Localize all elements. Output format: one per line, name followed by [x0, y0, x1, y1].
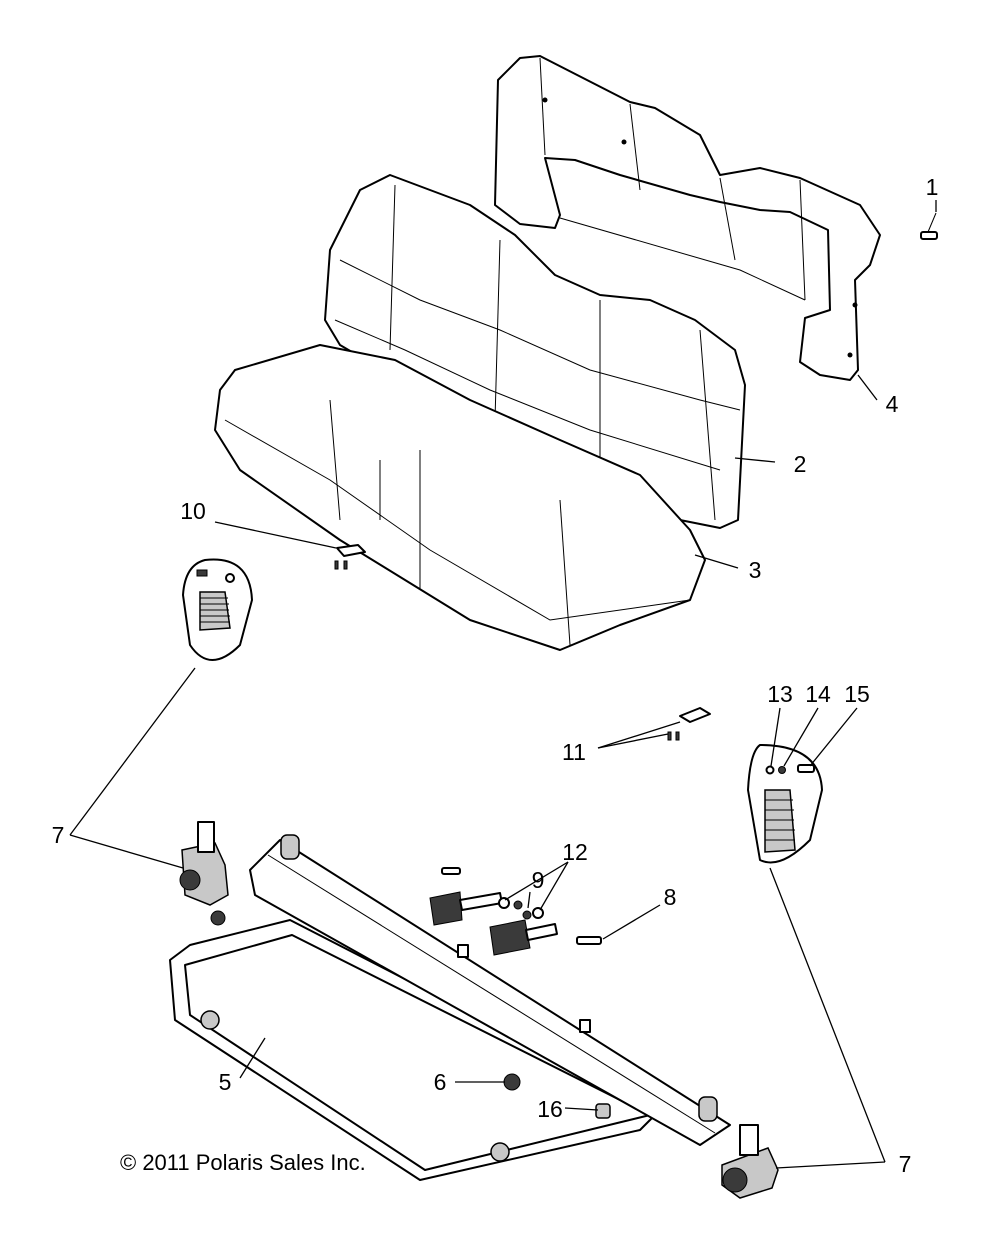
latch-left — [179, 821, 229, 906]
clip-11 — [667, 707, 711, 741]
seat-bottom-cushion — [214, 344, 706, 651]
callout-4: 4 — [886, 391, 899, 417]
seat-crossbar — [249, 834, 731, 1146]
callout-12: 12 — [562, 839, 588, 865]
callout-7-left: 7 — [52, 822, 65, 848]
nut-left — [210, 910, 226, 926]
callout-7-right: 7 — [899, 1151, 912, 1177]
callout-14: 14 — [805, 681, 831, 707]
callout-13: 13 — [767, 681, 793, 707]
bolt-8 — [576, 936, 602, 945]
copyright-notice: © 2011 Polaris Sales Inc. — [120, 1150, 366, 1175]
leader-lines — [69, 200, 937, 1169]
callout-3: 3 — [749, 557, 762, 583]
bolt-1 — [920, 212, 938, 240]
washers-12 — [498, 897, 544, 920]
callout-8: 8 — [664, 884, 677, 910]
callout-9: 9 — [532, 867, 545, 893]
spring-detail-left — [182, 558, 253, 661]
callout-1: 1 — [926, 174, 939, 200]
callout-5: 5 — [219, 1069, 232, 1095]
callout-11: 11 — [562, 739, 586, 765]
seat-frame — [169, 919, 661, 1181]
callout-15: 15 — [844, 681, 870, 707]
buckle-upper — [429, 867, 503, 926]
nut-6 — [503, 1073, 521, 1091]
buckle-lower — [489, 919, 558, 956]
seat-back-panel — [494, 55, 881, 381]
callout-10: 10 — [180, 498, 206, 524]
callout-16: 16 — [537, 1096, 563, 1122]
callout-2: 2 — [794, 451, 807, 477]
clip-10 — [334, 544, 366, 570]
spacer-16 — [595, 1103, 611, 1119]
seat-backrest — [324, 174, 746, 529]
callout-6: 6 — [434, 1069, 447, 1095]
spring-detail-right — [747, 744, 823, 864]
latch-right — [721, 1124, 779, 1199]
